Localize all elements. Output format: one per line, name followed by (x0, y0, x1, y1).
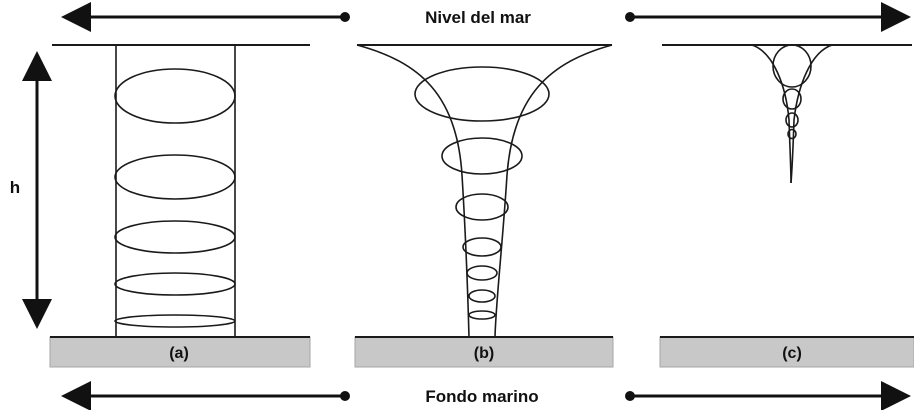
vortex-section-b-1 (414, 66, 550, 122)
sea-level-label: Nivel del mar (425, 8, 531, 27)
vortex-section-a-3 (114, 220, 236, 254)
vortex-section-b-3 (455, 193, 509, 221)
vortex-cone-c (751, 44, 833, 184)
vortex-funnel-b (356, 44, 613, 338)
vortex-section-b-6 (468, 289, 496, 303)
top-right-arrow (625, 2, 911, 32)
height-label: h (10, 178, 20, 197)
bottom-right-arrow (625, 381, 911, 410)
vortex-section-b-5 (466, 265, 498, 281)
seafloor-bar-b (354, 336, 614, 368)
vortex-section-b-7 (468, 310, 496, 320)
vortex-section-a-5 (114, 314, 236, 328)
panel-label-c: (c) (782, 345, 802, 362)
bottom-left-arrow (61, 381, 350, 410)
vortex-section-c-2 (782, 88, 802, 110)
vortex-column-a (114, 45, 236, 337)
seafloor-bar-a (49, 336, 311, 368)
top-left-arrow (61, 2, 350, 32)
vortex-section-a-4 (114, 272, 236, 296)
panel-label-a: (a) (169, 345, 189, 362)
vortex-section-c-3 (785, 112, 799, 128)
sea-floor-label: Fondo marino (425, 387, 538, 406)
seafloor-bar-c (659, 336, 914, 368)
vortex-section-c-4 (787, 128, 797, 140)
vortex-section-b-4 (462, 237, 502, 257)
panel-label-b: (b) (474, 345, 494, 362)
vortex-section-c-1 (772, 44, 812, 88)
vortex-section-a-2 (114, 154, 236, 200)
vortex-section-a-1 (114, 68, 236, 124)
vortex-section-b-2 (441, 137, 523, 175)
